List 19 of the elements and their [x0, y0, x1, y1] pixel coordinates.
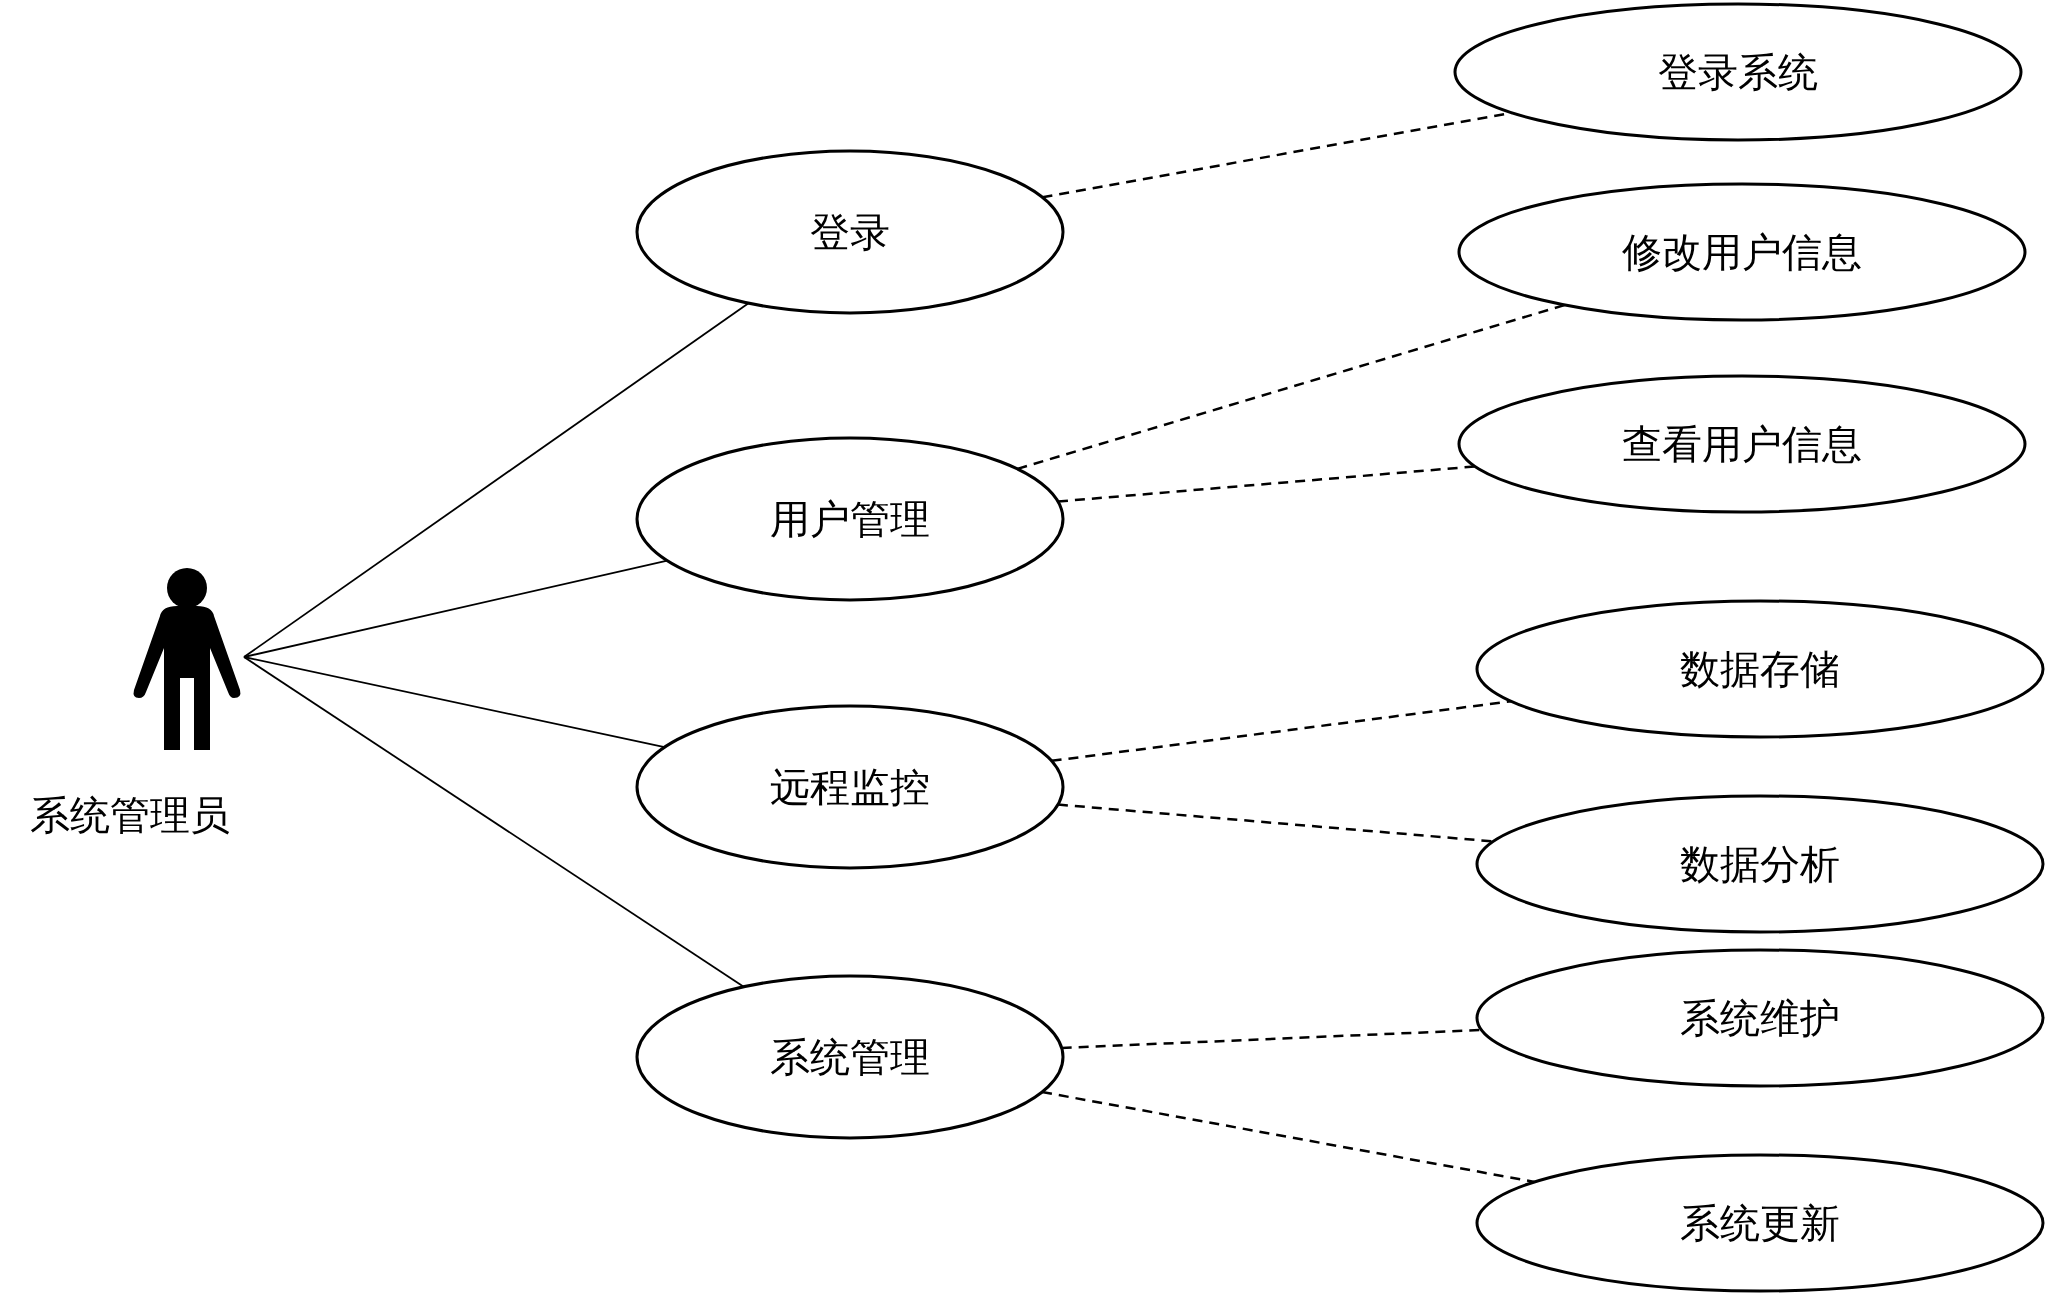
use-case-label: 登录系统	[1658, 50, 1818, 94]
association-line	[243, 302, 750, 658]
use-case-label: 数据分析	[1680, 842, 1840, 886]
use-case-label: 登录	[810, 210, 890, 254]
dashed-line	[1057, 465, 1475, 503]
actor-label: 系统管理员	[30, 793, 230, 837]
dashed-line	[1041, 1090, 1535, 1184]
use-case-label: 用户管理	[770, 497, 930, 541]
use-case-label: 修改用户信息	[1622, 230, 1862, 274]
dashed-line	[1057, 803, 1494, 843]
use-case-label: 远程监控	[770, 765, 930, 809]
use-case-label: 系统更新	[1680, 1201, 1840, 1245]
use-case-label: 系统管理	[770, 1035, 930, 1079]
use-case-label: 查看用户信息	[1622, 422, 1862, 466]
dashed-line	[1061, 1028, 1482, 1050]
association-line	[243, 656, 666, 749]
association-line	[243, 656, 745, 988]
use-case-label: 系统维护	[1680, 996, 1840, 1040]
use-case-label: 数据存储	[1680, 647, 1840, 691]
